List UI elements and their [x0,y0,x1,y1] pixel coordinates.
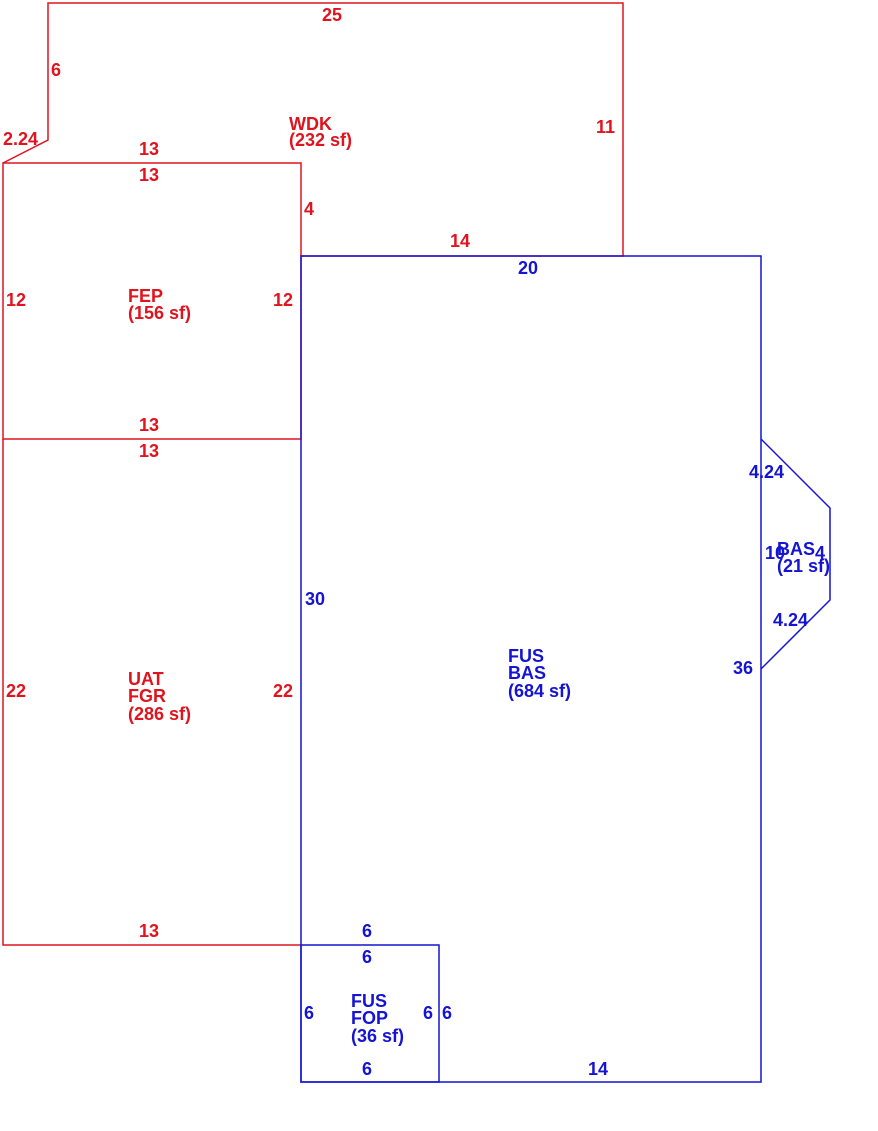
fgr-code: FGR [128,686,166,706]
uat-outline [2,439,301,946]
porch-outline [300,944,440,1083]
dim-main-top: 20 [518,258,538,278]
main-outline [300,255,762,1083]
dim-porch-right: 6 [423,1003,433,1023]
dim-uat-right: 22 [273,681,293,701]
dim-main-left: 30 [305,589,325,609]
wdk-area: (232 sf) [289,130,352,150]
dim-porch-top-outer: 6 [362,921,372,941]
dim-wdk-inner: 4 [304,199,314,219]
dim-main-bottom: 14 [588,1059,608,1079]
dim-fep-left: 12 [6,290,26,310]
dim-porch-left: 6 [304,1003,314,1023]
uat-area: (286 sf) [128,704,191,724]
porch-area: (36 sf) [351,1026,404,1046]
uat-code: UAT [128,669,164,689]
dim-fep-bottom: 13 [139,415,159,435]
bay-outline [760,438,831,670]
dim-bay-outer: 4 [815,543,825,563]
dim-wdk-bottom: 14 [450,231,470,251]
dim-porch-right-outer: 6 [442,1003,452,1023]
dim-wdk-top: 25 [322,5,342,25]
dim-wdk-diag: 2.24 [3,129,38,149]
dim-bay-diag-top: 4.24 [749,462,784,482]
main-code-2: BAS [508,663,546,683]
dim-bay-diag-bottom: 4.24 [773,610,808,630]
porch-code-1: FUS [351,991,387,1011]
dim-wdk-right: 11 [596,117,615,137]
dim-uat-top: 13 [139,441,159,461]
blue-outlines [300,255,831,1083]
dim-wdk-fep-top: 13 [139,139,159,159]
fep-code: FEP [128,286,163,306]
dim-fep-top: 13 [139,165,159,185]
wdk-code: WDK [289,114,332,134]
dim-uat-left: 22 [6,681,26,701]
dim-porch-bottom: 6 [362,1059,372,1079]
dim-main-right: 36 [733,658,753,678]
main-code-1: FUS [508,646,544,666]
dim-porch-top: 6 [362,947,372,967]
dim-fep-right: 12 [273,290,293,310]
dim-uat-bottom: 13 [139,921,159,941]
bay-code: BAS [777,539,815,559]
bay-area: (21 sf) [777,556,830,576]
porch-code-2: FOP [351,1008,388,1028]
main-area: (684 sf) [508,681,571,701]
dim-bay-inner: 10 [765,543,785,563]
dim-wdk-left: 6 [51,60,61,80]
fep-area: (156 sf) [128,303,191,323]
